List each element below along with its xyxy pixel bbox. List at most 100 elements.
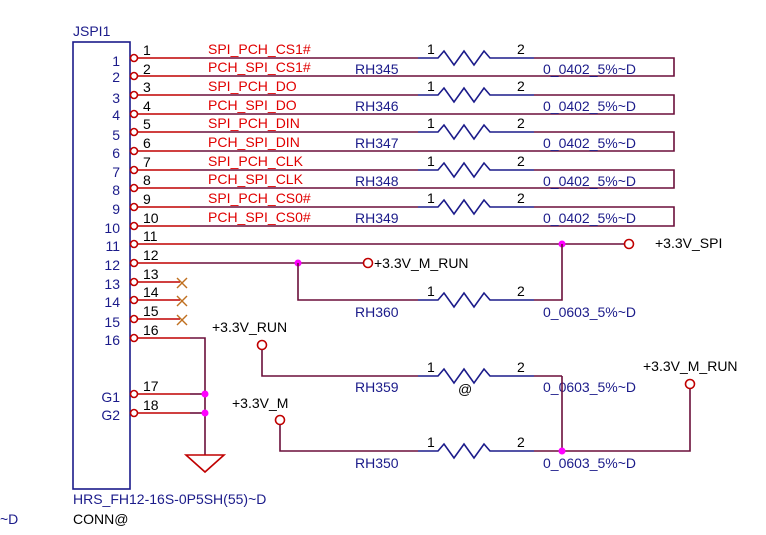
- svg-text:1: 1: [427, 41, 435, 57]
- right-pin-17: 17: [143, 378, 159, 394]
- svg-text:2: 2: [517, 115, 525, 131]
- left-pin-14: 14: [104, 294, 120, 310]
- net-pch-spi-din: PCH_SPI_DIN: [208, 134, 300, 150]
- svg-text:1: 1: [427, 115, 435, 131]
- svg-text:1: 1: [427, 434, 435, 450]
- left-pin-7: 7: [112, 164, 120, 180]
- pin-stubs: [129, 53, 190, 418]
- right-pin-11: 11: [143, 228, 158, 244]
- rh350-ref: RH350: [355, 455, 399, 471]
- left-pin-10: 10: [104, 220, 120, 236]
- rh345-value: 0_0402_5%~D: [543, 61, 636, 77]
- left-pin-13: 13: [104, 276, 120, 292]
- label-3v3-m-run-top: +3.3V_M_RUN: [374, 255, 469, 271]
- left-pin-8: 8: [112, 182, 120, 198]
- variant-mark: @: [458, 381, 472, 397]
- label-3v3-m-run-right: +3.3V_M_RUN: [643, 358, 738, 374]
- spi-resistor-bank: [190, 49, 675, 227]
- label-3v3-run: +3.3V_RUN: [212, 319, 287, 335]
- edge-fragment: ~D: [0, 511, 18, 527]
- rail-3v3-spi: +3.3V_SPI: [190, 235, 722, 251]
- net-spi-pch-cs1: SPI_PCH_CS1#: [208, 41, 311, 57]
- rh350-circuit: +3.3V_M +3.3V_M_RUN 1 2 RH350 0_0603_5%~…: [232, 358, 738, 471]
- spi-resistor-labels: RH345 0_0402_5%~D 1 2 RH346 0_0402_5%~D …: [355, 41, 636, 226]
- right-pin-4: 4: [143, 98, 151, 114]
- rh346-ref: RH346: [355, 98, 399, 114]
- rh349-ref: RH349: [355, 210, 399, 226]
- net-pch-spi-cs1: PCH_SPI_CS1#: [208, 59, 311, 75]
- net-spi-pch-cs0: SPI_PCH_CS0#: [208, 190, 311, 206]
- net-spi-pch-do: SPI_PCH_DO: [208, 78, 297, 94]
- no-connect-marks: [176, 277, 188, 326]
- rh360-value: 0_0603_5%~D: [543, 304, 636, 320]
- rh360-ref: RH360: [355, 304, 399, 320]
- left-pin-16: 16: [104, 332, 120, 348]
- label-3v3-m: +3.3V_M: [232, 395, 288, 411]
- left-pin-9: 9: [112, 201, 120, 217]
- svg-text:1: 1: [427, 190, 435, 206]
- svg-text:2: 2: [517, 190, 525, 206]
- right-pin-15: 15: [143, 303, 159, 319]
- svg-text:1: 1: [427, 359, 435, 375]
- svg-text:2: 2: [517, 434, 525, 450]
- net-pch-spi-clk: PCH_SPI_CLK: [208, 171, 304, 187]
- net-pch-spi-do: PCH_SPI_DO: [208, 97, 297, 113]
- spi-net-labels: SPI_PCH_CS1# PCH_SPI_CS1# SPI_PCH_DO PCH…: [208, 41, 311, 225]
- label-3v3-spi: +3.3V_SPI: [655, 235, 722, 251]
- right-pin-18: 18: [143, 397, 159, 413]
- rh349-value: 0_0402_5%~D: [543, 210, 636, 226]
- left-pin-g2: G2: [101, 407, 120, 423]
- connector-part: HRS_FH12-16S-0P5SH(55)~D: [73, 491, 266, 507]
- rh359-value: 0_0603_5%~D: [543, 379, 636, 395]
- left-pin-11: 11: [105, 238, 120, 254]
- svg-text:2: 2: [517, 359, 525, 375]
- net-spi-pch-din: SPI_PCH_DIN: [208, 115, 300, 131]
- rh350-value: 0_0603_5%~D: [543, 455, 636, 471]
- svg-text:2: 2: [517, 153, 525, 169]
- right-pin-10: 10: [143, 210, 159, 226]
- right-pin-2: 2: [143, 61, 151, 77]
- rh347-value: 0_0402_5%~D: [543, 135, 636, 151]
- left-pin-3: 3: [112, 90, 120, 106]
- left-pin-12: 12: [104, 257, 120, 273]
- rh348-ref: RH348: [355, 173, 399, 189]
- connector-variant: CONN@: [73, 511, 128, 527]
- net-spi-pch-clk: SPI_PCH_CLK: [208, 153, 304, 169]
- ground-symbol: [183, 454, 227, 474]
- right-pin-5: 5: [143, 116, 151, 132]
- svg-text:2: 2: [517, 78, 525, 94]
- right-pin-3: 3: [143, 79, 151, 95]
- rh359-circuit: +3.3V_RUN 1 2 @ RH359 0_0603_5%~D: [212, 319, 636, 397]
- svg-text:2: 2: [517, 41, 525, 57]
- connector-ref: JSPI1: [73, 23, 111, 39]
- left-pin-1: 1: [112, 53, 120, 69]
- right-pin-12: 12: [143, 247, 159, 263]
- rh348-value: 0_0402_5%~D: [543, 173, 636, 189]
- rh345-ref: RH345: [355, 61, 399, 77]
- right-pin-labels: 1 2 3 4 5 6 7 8 9 10 11 12 13 14 15 16 1…: [143, 42, 159, 413]
- svg-text:1: 1: [427, 78, 435, 94]
- right-pin-6: 6: [143, 135, 151, 151]
- svg-text:1: 1: [427, 153, 435, 169]
- right-pin-9: 9: [143, 191, 151, 207]
- right-pin-1: 1: [143, 42, 151, 58]
- left-pin-4: 4: [112, 107, 120, 123]
- right-pin-16: 16: [143, 322, 159, 338]
- left-pin-15: 15: [104, 314, 120, 330]
- right-pin-14: 14: [143, 284, 159, 300]
- left-pin-g1: G1: [101, 389, 120, 405]
- rh360-circuit: +3.3V_M_RUN 1 2 RH360 0_0603_5%~D: [190, 244, 636, 320]
- svg-text:1: 1: [427, 283, 435, 299]
- net-pch-spi-cs0: PCH_SPI_CS0#: [208, 209, 311, 225]
- rh346-value: 0_0402_5%~D: [543, 98, 636, 114]
- left-pin-6: 6: [112, 145, 120, 161]
- right-pin-8: 8: [143, 172, 151, 188]
- ground-net: [183, 337, 227, 474]
- right-pin-13: 13: [143, 266, 159, 282]
- rh347-ref: RH347: [355, 135, 399, 151]
- left-pin-2: 2: [112, 69, 120, 85]
- left-pin-labels: 1 2 3 4 5 6 7 8 9 10 11 12 13 14 15 16 G…: [101, 53, 120, 423]
- left-pin-5: 5: [112, 127, 120, 143]
- svg-text:2: 2: [517, 283, 525, 299]
